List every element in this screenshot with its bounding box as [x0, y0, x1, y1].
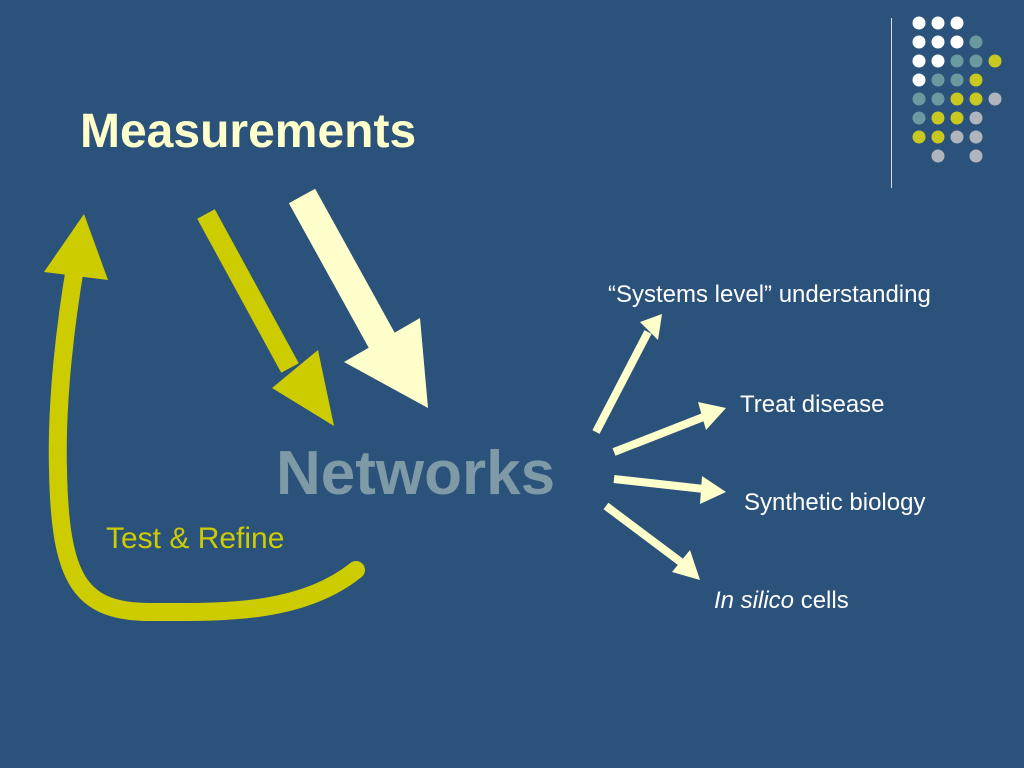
measurements-to-networks-arrow-light-head: [344, 318, 428, 408]
dot-grid-dot: [950, 16, 964, 30]
dot-grid-dot: [950, 73, 964, 87]
dot-grid-dot: [950, 130, 964, 144]
dot-grid-dot: [931, 16, 945, 30]
dot-grid-dot: [912, 111, 926, 125]
dot-grid-dot: [931, 54, 945, 68]
loop-arrow-curve: [48, 253, 365, 622]
dot-grid-dot: [931, 73, 945, 87]
slide-title: Measurements: [80, 105, 417, 158]
loop-label: Test & Refine: [106, 522, 285, 555]
dot-grid-dot: [969, 73, 983, 87]
dot-grid-dot: [912, 16, 926, 30]
dot-grid-dot: [931, 35, 945, 49]
outcome-arrow-3-shaft: [603, 502, 685, 567]
outcome-arrow-2-head: [700, 476, 726, 504]
outcome-arrow-1-head: [698, 402, 726, 430]
measurements-to-networks-arrow-light-shaft: [288, 188, 400, 356]
dot-grid-dot: [931, 111, 945, 125]
outcome-arrow-0-shaft: [592, 330, 652, 434]
outcome-arrow-2-shaft: [613, 475, 705, 493]
dot-grid-dot: [912, 130, 926, 144]
dot-grid-dot: [931, 92, 945, 106]
dot-grid-dot: [912, 54, 926, 68]
dot-grid-dot: [969, 35, 983, 49]
outcome-arrow-3-head: [672, 550, 700, 580]
outcome-systems-level: “Systems level” understanding: [608, 281, 931, 308]
dot-grid-dot: [950, 92, 964, 106]
dot-grid-dot: [969, 92, 983, 106]
dot-grid-dot: [931, 149, 945, 163]
dot-grid-icon: [912, 16, 1002, 163]
outcome-in-silico-rest: cells: [794, 587, 849, 614]
outcome-arrows: [592, 314, 726, 580]
measurements-to-networks-arrow-yellow-shaft: [197, 209, 299, 373]
dot-grid-dot: [912, 73, 926, 87]
loop-arrow-head: [44, 214, 108, 280]
dot-grid-dot: [912, 35, 926, 49]
dot-grid-dot: [950, 54, 964, 68]
dot-grid-dot: [988, 54, 1002, 68]
dot-grid-dot: [988, 92, 1002, 106]
dot-grid-dot: [969, 130, 983, 144]
dot-grid-dot: [931, 130, 945, 144]
outcome-in-silico-cells: In silico cells: [714, 587, 849, 615]
outcome-arrow-1-shaft: [612, 412, 708, 456]
dot-grid-dot: [969, 54, 983, 68]
dot-grid-dot: [969, 111, 983, 125]
dot-grid-dot: [950, 35, 964, 49]
decor-divider: [891, 18, 892, 188]
measurements-to-networks-arrow-yellow-head: [272, 350, 334, 426]
outcome-treat-disease: Treat disease: [740, 391, 885, 418]
outcome-arrow-0-head: [640, 314, 662, 340]
outcome-synthetic-biology: Synthetic biology: [744, 489, 926, 516]
dot-grid-dot: [969, 149, 983, 163]
outcome-in-silico-italic: In silico: [714, 587, 795, 614]
dot-grid-dot: [912, 92, 926, 106]
center-node-label: Networks: [276, 439, 556, 508]
dot-grid-dot: [950, 111, 964, 125]
